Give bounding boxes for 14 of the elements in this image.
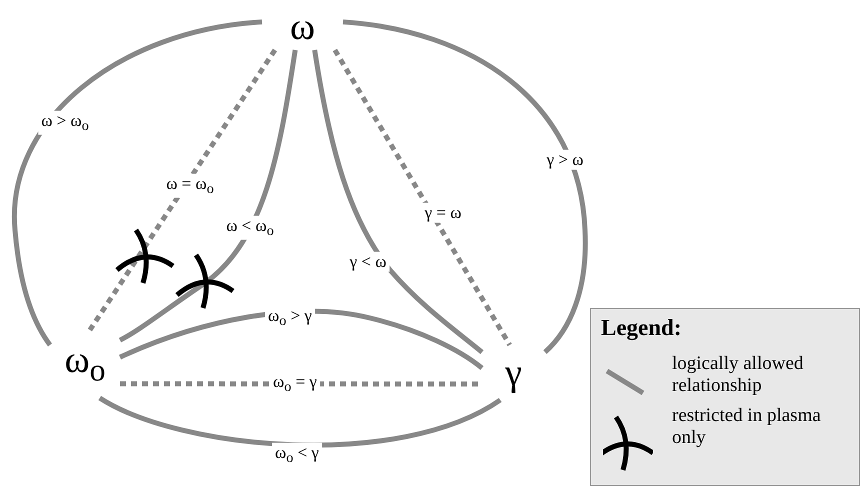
connector-line: [98, 396, 502, 448]
symbol-label: ω: [290, 8, 315, 46]
dotted-connector: [88, 48, 278, 332]
connector-line: [312, 50, 484, 354]
legend-text: restricted in plasma only: [672, 405, 822, 449]
connector-line: [118, 50, 298, 342]
symbol-label: γ: [505, 354, 522, 392]
connector-line: [342, 19, 588, 354]
symbol-label: ω$_{o}$: [64, 341, 106, 387]
legend-text: logically allowed relationship: [672, 353, 804, 397]
connector-line: [12, 19, 262, 346]
dotted-connector: [332, 48, 512, 346]
edge-label: γ < ω: [346, 252, 390, 272]
legend-title: Legend:: [601, 315, 682, 341]
